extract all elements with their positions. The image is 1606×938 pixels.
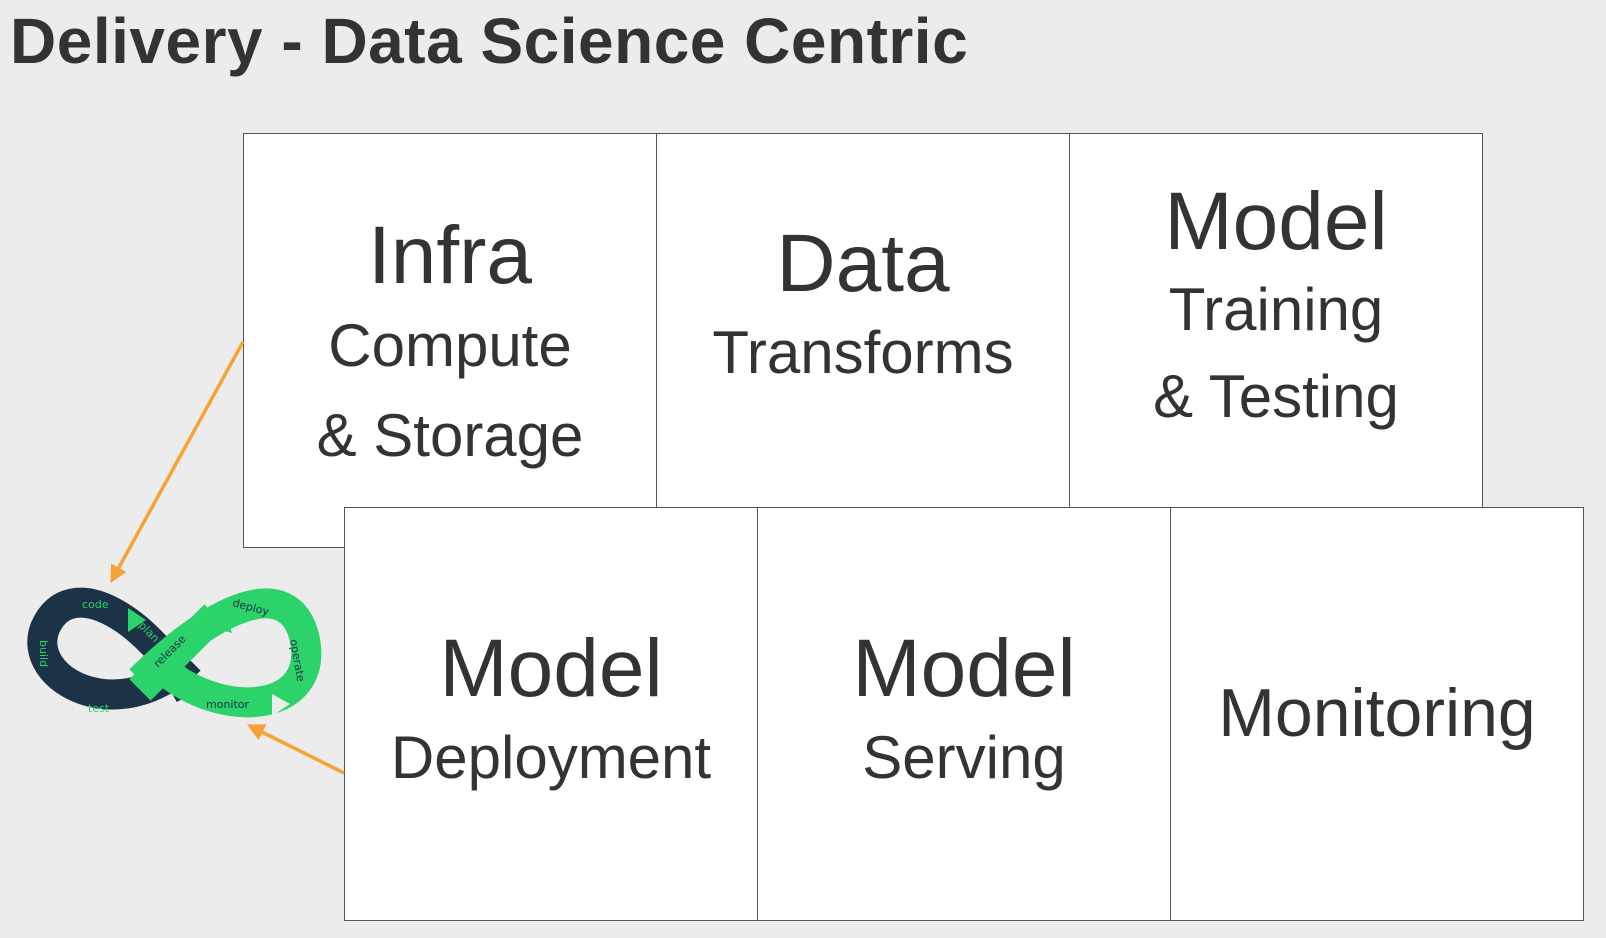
model-training-sub-training: Training bbox=[1168, 276, 1384, 344]
monitoring-box: Monitoring bbox=[1170, 507, 1584, 921]
model-training-sub-testing: & Testing bbox=[1153, 363, 1399, 431]
devops-loop-cross-arrowhead bbox=[200, 600, 232, 633]
devops-loop-labels: code plan build test release deploy oper… bbox=[37, 596, 307, 715]
data-title: Data bbox=[776, 217, 950, 309]
devops-label-monitor: monitor bbox=[206, 698, 250, 711]
model-serving-box: Model Serving bbox=[757, 507, 1171, 921]
model-deployment-sub: Deployment bbox=[390, 724, 712, 792]
monitoring-title: Monitoring bbox=[1218, 675, 1536, 752]
devops-loop-tick-2 bbox=[272, 694, 290, 716]
infra-sub-compute: Compute bbox=[328, 311, 572, 379]
model-deployment-box: Model Deployment bbox=[344, 507, 758, 921]
page-title: Delivery - Data Science Centric bbox=[10, 5, 969, 77]
arrow-deployment-to-loop bbox=[246, 724, 345, 775]
model-serving-title: Model bbox=[852, 622, 1076, 714]
infra-box: Infra Compute & Storage bbox=[243, 133, 657, 548]
devops-label-release: release bbox=[151, 632, 189, 670]
devops-label-test: test bbox=[88, 702, 110, 715]
model-serving-sub: Serving bbox=[862, 724, 1066, 792]
infra-title: Infra bbox=[367, 210, 533, 301]
model-deployment-title: Model bbox=[439, 622, 663, 714]
devops-loop-tick-1 bbox=[128, 608, 146, 632]
arrow-infra-to-loop bbox=[110, 341, 245, 584]
model-training-box: Model Training & Testing bbox=[1069, 133, 1483, 509]
devops-label-code: code bbox=[82, 598, 109, 611]
model-training-title: Model bbox=[1164, 175, 1388, 267]
data-sub-transforms: Transforms bbox=[712, 319, 1014, 387]
devops-infinity-icon: code plan build test release deploy oper… bbox=[27, 587, 322, 718]
devops-label-plan: plan bbox=[136, 619, 162, 645]
data-box: Data Transforms bbox=[656, 133, 1070, 509]
devops-label-deploy: deploy bbox=[231, 596, 271, 618]
devops-loop-cross bbox=[129, 604, 226, 701]
devops-loop-right bbox=[129, 588, 322, 718]
devops-label-operate: operate bbox=[287, 638, 307, 683]
devops-label-build: build bbox=[37, 640, 50, 667]
devops-loop-left bbox=[27, 587, 204, 710]
infra-sub-storage: & Storage bbox=[316, 401, 584, 469]
